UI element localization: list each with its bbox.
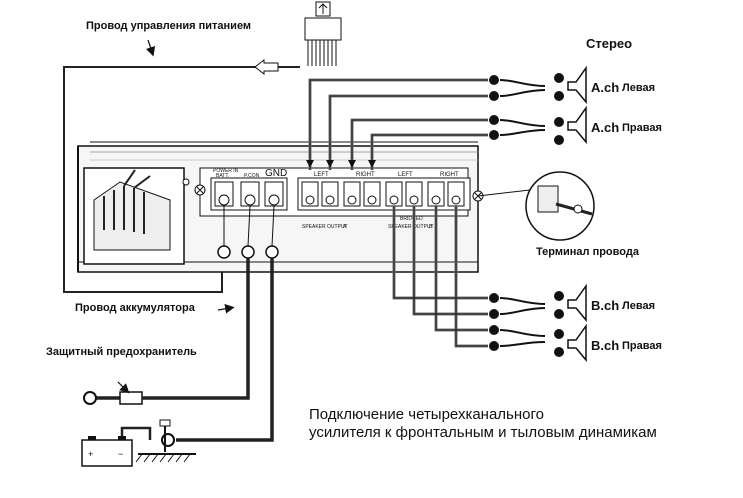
b-right-ch-label: B.ch	[591, 338, 620, 353]
a-left-ch-label: A.ch	[591, 80, 620, 95]
svg-text:+: +	[88, 449, 93, 459]
speaker-terminal-block	[297, 177, 471, 211]
panel-speaker-output-a: SPEAKER OUTPUT	[302, 224, 348, 230]
panel-gnd-label: GND	[265, 168, 287, 179]
fuse	[119, 391, 143, 405]
b-right-side-label: Правая	[622, 340, 662, 352]
ring-terminals	[217, 245, 279, 259]
panel-pcon-label: P.CON	[244, 173, 260, 179]
terminal-detail	[477, 171, 595, 241]
svg-text:−: −	[118, 449, 123, 459]
panel-channel-b: B	[429, 224, 433, 230]
connector-detail-inset	[83, 167, 190, 265]
panel-left-a-label: LEFT	[314, 172, 329, 178]
caption-line-2: усилителя к фронтальным и тыловым динами…	[309, 424, 657, 441]
fuse-label: Защитный предохранитель	[46, 346, 197, 358]
b-left-ch-label: B.ch	[591, 298, 620, 313]
a-left-side-label: Левая	[622, 82, 655, 94]
battery: + −	[81, 426, 152, 467]
ground-bolt	[159, 419, 171, 452]
diagram-caption: Подключение четырехканального усилителя …	[309, 406, 657, 442]
panel-bridged-label: BRIDGED	[400, 216, 423, 222]
power-control-arrow	[254, 58, 279, 76]
power-control-wire-label: Провод управления питанием	[86, 20, 252, 32]
panel-speaker-output-b: SPEAKER OUTPUT	[388, 224, 434, 230]
power-terminal-block	[210, 177, 288, 211]
panel-power-in-label: POWER IN	[213, 168, 239, 174]
panel-right-a-label: RIGHT	[356, 172, 375, 178]
panel-channel-a: A	[343, 224, 347, 230]
a-right-ch-label: A.ch	[591, 120, 620, 135]
battery-wire-label: Провод аккумулятора	[75, 302, 195, 314]
terminal-label: Терминал провода	[536, 246, 639, 258]
a-right-side-label: Правая	[622, 122, 662, 134]
caption-line-1: Подключение четырехканального	[309, 406, 544, 423]
stereo-label: Стерео	[586, 36, 633, 51]
power-control-wire	[63, 66, 300, 293]
battery-wire	[170, 258, 250, 400]
chassis-ground	[135, 453, 196, 463]
panel-left-b-label: LEFT	[398, 172, 413, 178]
panel-right-b-label: RIGHT	[440, 172, 459, 178]
speaker-terminals	[489, 65, 587, 363]
panel-batt-label: BATT.	[216, 173, 229, 179]
head-unit-connector	[304, 1, 342, 66]
b-left-side-label: Левая	[622, 300, 655, 312]
ground-wire	[176, 258, 274, 442]
